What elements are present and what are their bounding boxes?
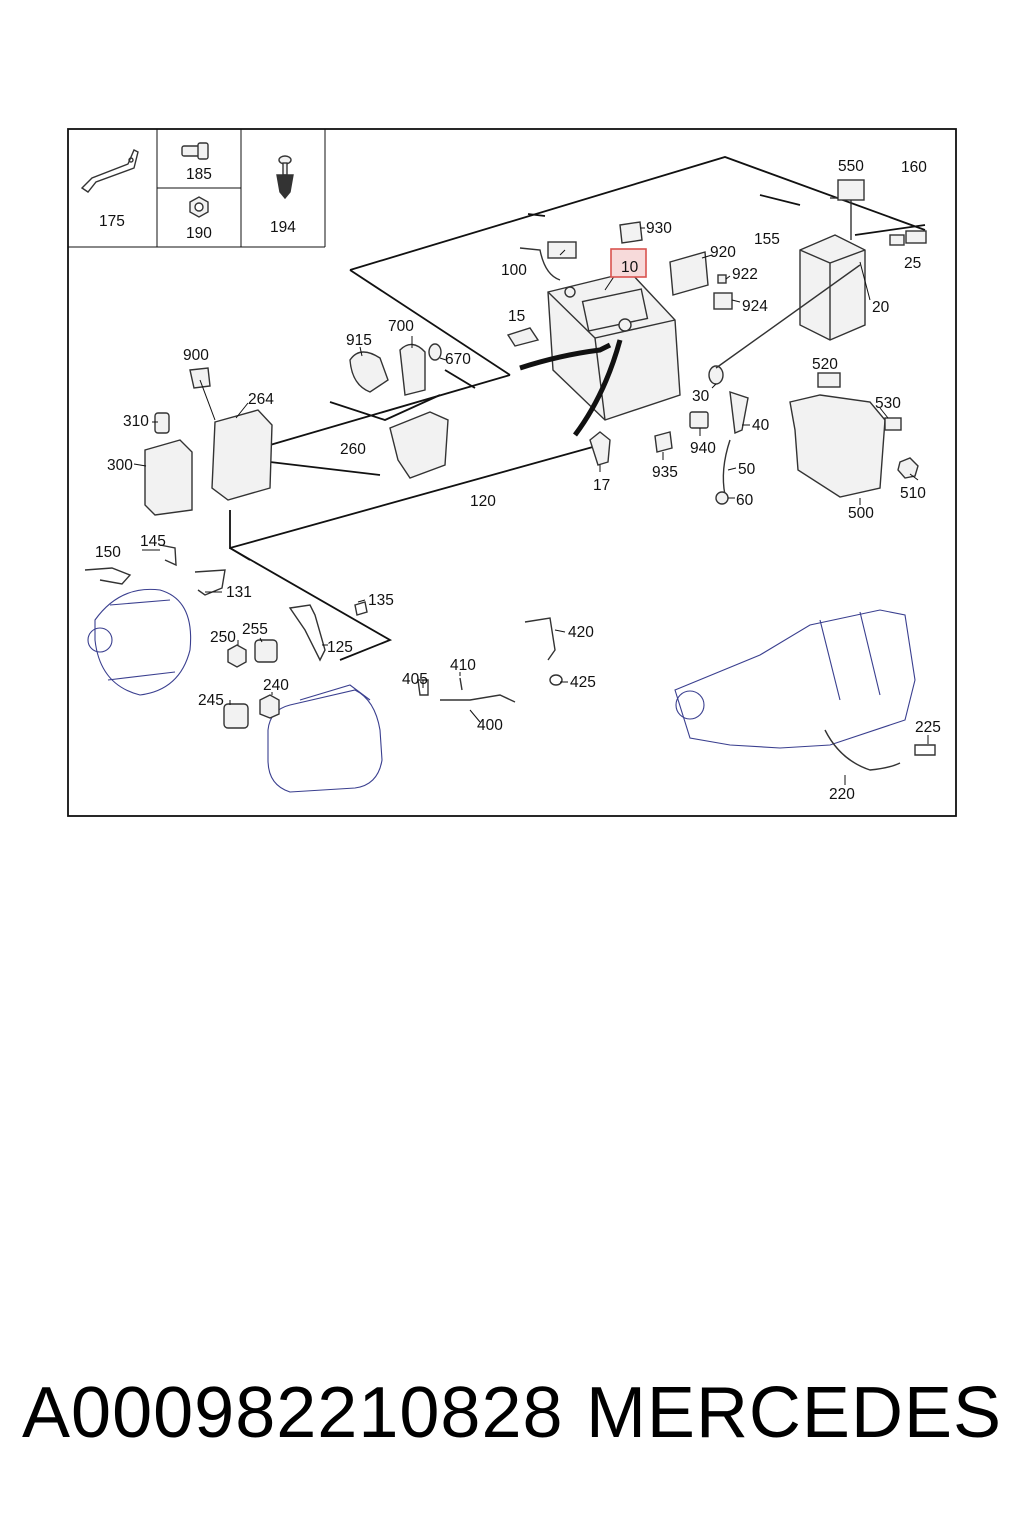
callout-label: 420 (568, 624, 594, 641)
battery-icon (519, 271, 681, 437)
callout-label: 131 (226, 584, 252, 601)
callout-label: 245 (198, 692, 224, 709)
callout-label: 520 (812, 356, 838, 373)
callout-label: 150 (95, 544, 121, 561)
group-lines (229, 156, 926, 661)
callout-label: 135 (368, 592, 394, 609)
callout-label: 15 (508, 308, 525, 325)
bracket-175-icon (80, 149, 139, 193)
callout-label: 190 (186, 225, 212, 242)
callout-label: 17 (593, 477, 610, 494)
diagram-frame (67, 128, 957, 817)
highlight-box (610, 248, 647, 278)
callout-label: 30 (692, 388, 710, 405)
callout-label: 145 (140, 533, 166, 550)
fuse-box-260-icon (389, 411, 449, 479)
callout-label: 194 (270, 219, 296, 236)
callout-label: 25 (904, 255, 921, 272)
callout-label: 405 (402, 671, 428, 688)
transmission-icon (674, 609, 916, 749)
clip-194-icon (276, 155, 294, 200)
callout-label: 220 (829, 786, 855, 803)
callout-label: 264 (248, 391, 274, 408)
callout-label: 240 (263, 677, 289, 694)
callout-label: 924 (742, 298, 768, 315)
nut-190-icon (189, 196, 209, 218)
callout-label: 510 (900, 485, 926, 502)
callout-label: 255 (242, 621, 268, 638)
alternator-icon (87, 588, 192, 696)
callout-label: 922 (732, 266, 758, 283)
leader-lines (133, 227, 929, 785)
callout-label: 260 (340, 441, 366, 458)
callout-label: 530 (875, 395, 901, 412)
legend-grid (68, 129, 326, 248)
callout-label: 250 (210, 629, 236, 646)
holder-920-icon (669, 251, 733, 310)
bracket-17-icon (589, 411, 709, 466)
callout-label: 100 (501, 262, 527, 279)
callout-labels: 175 185 190 194 930 10 920 922 924 550 1… (95, 158, 941, 803)
callout-label: 400 (477, 717, 503, 734)
callout-label: 20 (872, 299, 890, 316)
mount-500-icon (789, 372, 919, 498)
callout-label: 930 (646, 220, 672, 237)
part-number: A000982210828 (22, 1373, 564, 1453)
callout-label: 500 (848, 505, 874, 522)
callout-label: 160 (901, 159, 927, 176)
cap-30-icon (708, 264, 861, 505)
callout-label: 300 (107, 457, 133, 474)
callout-label: 40 (752, 417, 770, 434)
callout-label: 900 (183, 347, 209, 364)
bracket-150-icon (84, 544, 226, 596)
callout-label: 50 (738, 461, 756, 478)
starter-motor-icon (267, 684, 383, 793)
parts-diagram: 175 185 190 194 930 10 920 922 924 550 1… (67, 128, 957, 817)
bolt-185-icon (181, 142, 209, 160)
caption-bar: A000982210828 MERCEDES (0, 1372, 1024, 1482)
callout-label: 175 (99, 213, 125, 230)
callout-label: 940 (690, 440, 716, 457)
callout-label: 60 (736, 492, 754, 509)
battery-cable-100-icon (519, 241, 577, 281)
callout-label: 310 (123, 413, 149, 430)
callout-label: 185 (186, 166, 212, 183)
label-15-icon (506, 327, 540, 347)
callout-label: 10 (621, 259, 639, 276)
relay-915-icon (349, 343, 442, 396)
callout-label: 670 (445, 351, 471, 368)
callout-label: 935 (652, 464, 678, 481)
callout-label: 410 (450, 657, 476, 674)
callout-label: 120 (470, 493, 496, 510)
bracket-125-icon (288, 601, 368, 662)
aux-battery-20-icon (799, 179, 866, 341)
callout-label: 425 (570, 674, 596, 691)
callout-label: 155 (754, 231, 780, 248)
callout-label: 700 (388, 318, 414, 335)
callout-label: 915 (346, 332, 372, 349)
callout-label: 550 (838, 158, 864, 175)
control-unit-264-icon (144, 367, 273, 516)
connector-25-icon (889, 230, 927, 246)
callout-label: 225 (915, 719, 941, 736)
callout-label: 125 (327, 639, 353, 656)
ground-cable-220-icon (824, 729, 936, 771)
bracket-420-icon (417, 617, 563, 703)
label-930-icon (619, 221, 643, 244)
spacer-250-icon (223, 639, 280, 729)
callout-label: 920 (710, 244, 736, 261)
brand-name: MERCEDES (585, 1373, 1002, 1453)
